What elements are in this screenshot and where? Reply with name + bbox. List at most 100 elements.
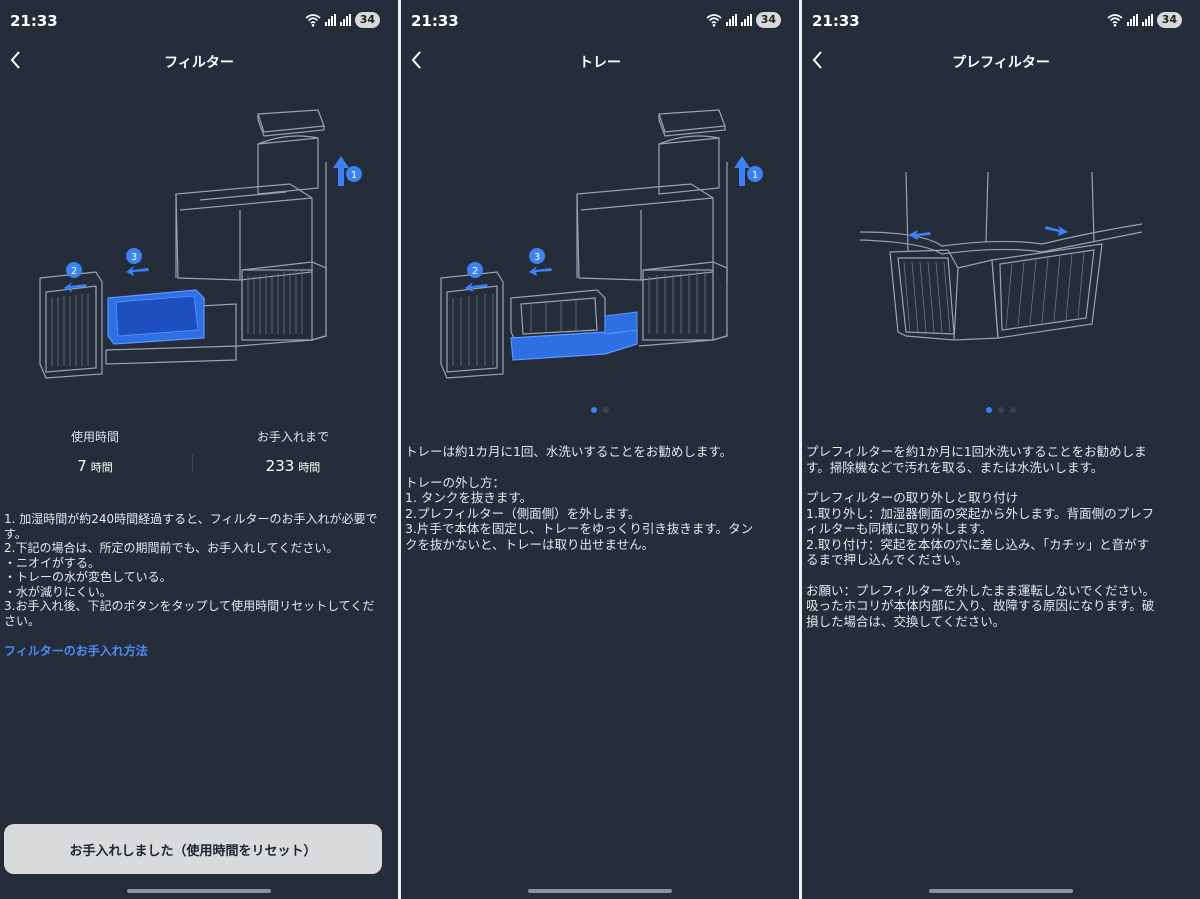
until-care-unit: 時間 (298, 461, 321, 474)
page-dot[interactable] (603, 407, 609, 413)
usage-time-value: 7 (77, 457, 87, 475)
signal-icon (324, 14, 336, 26)
text-line: トレーは約1カ月に1回、水洗いすることをお勧めします。 (405, 444, 733, 459)
page-dot[interactable] (591, 407, 597, 413)
prefilter-screen: 21:33 34 プレフィルター (802, 0, 1200, 899)
page-title: フィルター (164, 55, 234, 71)
text-line: す。掃除機などで汚れを取る、または水洗いします。 (806, 459, 1104, 475)
reset-usage-button[interactable]: お手入れしました（使用時間をリセット） (4, 824, 382, 874)
filter-care-link[interactable]: フィルターのお手入れ方法 (4, 644, 148, 658)
page-indicator[interactable] (401, 407, 799, 413)
text-line: お願い：プレフィルターを外したまま運転しないでください。 (806, 582, 1156, 598)
battery-icon: 34 (755, 12, 781, 28)
arrow-left-icon (126, 266, 149, 276)
home-indicator[interactable] (127, 889, 271, 893)
status-bar: 21:33 34 (812, 10, 1182, 34)
nav-bar: フィルター (0, 46, 398, 76)
battery-icon: 34 (1156, 12, 1182, 28)
usage-time-label: 使用時間 (70, 430, 119, 444)
callout-2: 2 (71, 266, 77, 277)
page-dot[interactable] (986, 407, 992, 413)
nav-bar: プレフィルター (802, 46, 1200, 76)
status-time: 21:33 (411, 12, 459, 30)
callout-3: 3 (534, 252, 540, 263)
arrow-up-icon (734, 156, 750, 186)
signal-icon (725, 14, 737, 26)
usage-time-unit: 時間 (90, 461, 113, 474)
status-time: 21:33 (10, 12, 58, 30)
tray-screen: 21:33 34 トレー (401, 0, 799, 899)
text-line: 1. タンクを抜きます。 (405, 490, 533, 505)
battery-icon: 34 (354, 12, 380, 28)
filter-highlight (107, 289, 205, 345)
signal-icon (740, 14, 752, 26)
status-bar: 21:33 34 (10, 10, 380, 34)
tray-highlight (510, 311, 638, 361)
instructions-text: トレーは約1カ月に1回、水洗いすることをお勧めします。 トレーの外し方： 1. … (405, 444, 791, 552)
text-line: ・ニオイがする。 (4, 555, 101, 570)
wifi-icon (706, 14, 722, 27)
callout-3: 3 (131, 252, 137, 263)
text-line: ィルターも同様に取り外します。 (806, 521, 993, 536)
home-indicator[interactable] (929, 889, 1073, 893)
arrow-left-icon (908, 230, 931, 240)
wifi-icon (1107, 14, 1123, 27)
nav-bar: トレー (401, 46, 799, 76)
arrow-left-icon (529, 266, 552, 276)
instructions-text: 1. 加湿時間が約240時間経過すると、フィルターのお手入れが必要で す。 2.… (4, 512, 390, 628)
callout-2: 2 (472, 266, 478, 277)
status-time: 21:33 (812, 12, 860, 30)
text-line: 1. 加湿時間が約240時間経過すると、フィルターのお手入れが必要で (4, 512, 378, 526)
text-line: 損した場合は、交換してください。 (806, 613, 1006, 629)
text-line: クを抜かないと、トレーは取り出せません。 (405, 536, 655, 552)
text-line: ・トレーの水が変色している。 (4, 570, 172, 584)
text-line: 吸ったホコリが本体内部に入り、故障する原因になります。破 (806, 598, 1155, 613)
filter-illustration: 1 2 3 (39, 109, 362, 379)
signal-icon (1126, 14, 1138, 26)
signal-icon (339, 14, 351, 26)
text-line (806, 568, 1192, 583)
back-chevron-icon[interactable] (6, 48, 26, 72)
page-dot[interactable] (998, 407, 1004, 413)
text-line: 2.取り付け：突起を本体の穴に差し込み、「カチッ」と音がす (806, 536, 1150, 552)
text-line: トレーの外し方： (405, 474, 506, 490)
wifi-icon (305, 14, 321, 27)
page-title: プレフィルター (952, 55, 1050, 71)
filter-screen: 21:33 34 フィルター (0, 0, 398, 899)
arrow-left-icon (465, 282, 488, 292)
instructions-text: プレフィルターを約1か月に1回水洗いすることをお勧めしま す。掃除機などで汚れを… (806, 444, 1192, 629)
signal-icon (1141, 14, 1153, 26)
until-care-label: お手入れまで (256, 430, 329, 444)
text-line: プレフィルターを約1か月に1回水洗いすることをお勧めしま (806, 444, 1147, 459)
page-title: トレー (579, 55, 621, 71)
page-indicator[interactable] (802, 407, 1200, 413)
prefilter-illustration (859, 171, 1143, 341)
text-line: るまで押し込んでください。 (806, 552, 968, 567)
arrow-up-icon (333, 156, 349, 186)
text-line: 3.片手で本体を固定し、トレーをゆっくり引き抜きます。タン (405, 521, 754, 536)
page-dot[interactable] (1010, 407, 1016, 413)
home-indicator[interactable] (528, 889, 672, 893)
text-line: 1.取り外し：加湿器側面の突起から外します。背面側のプレフ (806, 505, 1155, 521)
text-line: プレフィルターの取り外しと取り付け (806, 490, 1019, 505)
callout-1: 1 (351, 170, 357, 181)
text-line: 2.下記の場合は、所定の期間前でも、お手入れしてください。 (4, 541, 339, 555)
arrow-left-icon (64, 282, 87, 292)
divider (192, 454, 193, 472)
back-chevron-icon[interactable] (407, 48, 427, 72)
status-bar: 21:33 34 (411, 10, 781, 34)
text-line: さい。 (4, 613, 41, 628)
until-care-value: 233 (265, 457, 295, 475)
tray-illustration: 1 2 3 (440, 109, 763, 379)
text-line (405, 460, 791, 475)
text-line: 2.プレフィルター（側面側）を外します。 (405, 505, 641, 521)
text-line: ・水が減りにくい。 (4, 584, 112, 599)
text-line: 3.お手入れ後、下記のボタンをタップして使用時間リセットしてくだ (4, 599, 375, 613)
callout-1: 1 (752, 170, 758, 181)
arrow-right-icon (1045, 226, 1068, 236)
back-chevron-icon[interactable] (808, 48, 828, 72)
text-line: す。 (4, 526, 27, 541)
